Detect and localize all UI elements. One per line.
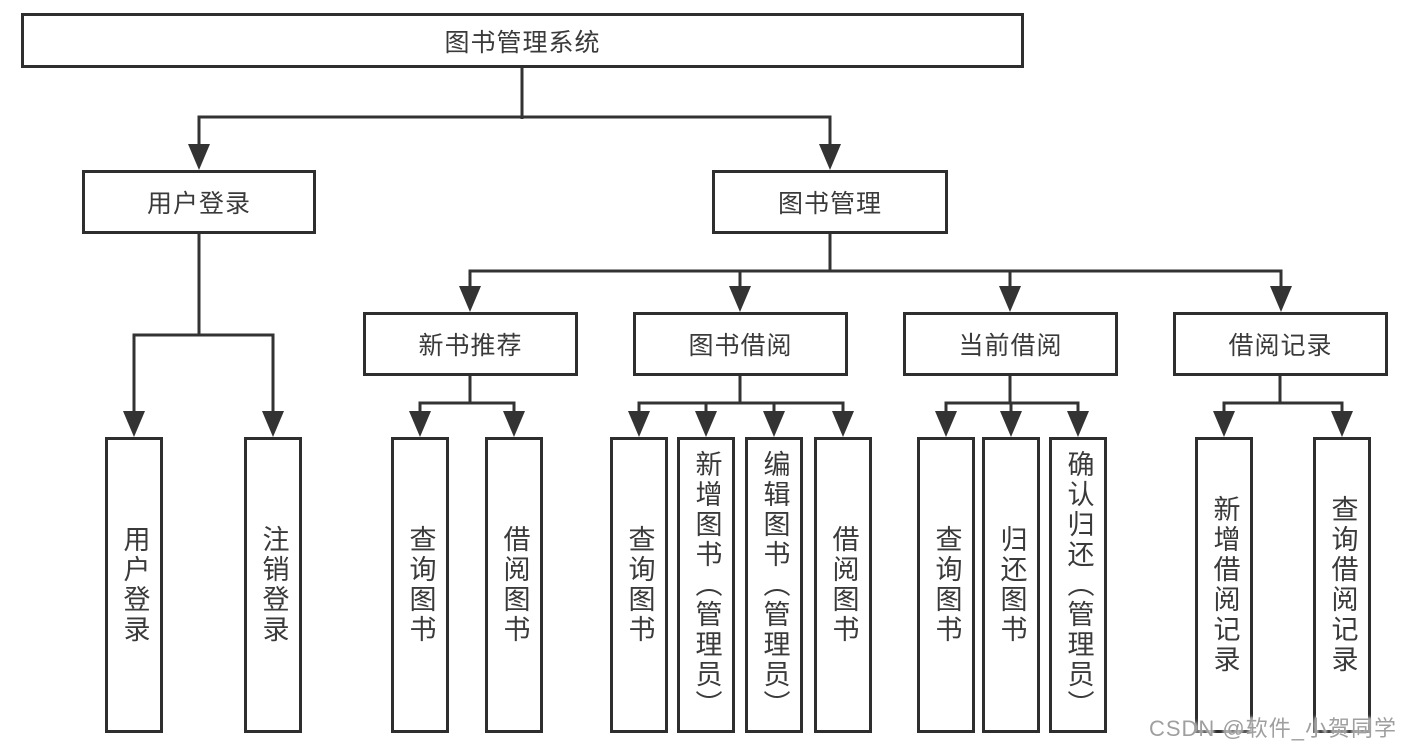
leaf-user-login-label: 用户登录 [119, 525, 150, 645]
node-library-management-system-label: 图书管理系统 [444, 28, 601, 57]
leaf-add-borrow-record-label: 新增借阅记录 [1209, 495, 1240, 675]
arrowhead-icon [188, 144, 210, 170]
arrowhead-icon [628, 411, 650, 437]
leaf-confirm-return-admin-label: 确认归还（管理员） [1063, 450, 1094, 720]
node-current-borrow: 当前借阅 [903, 312, 1118, 376]
leaf-borrow-books: 借阅图书 [814, 437, 872, 733]
arrowhead-icon [763, 411, 785, 437]
arrowhead-icon [409, 411, 431, 437]
node-borrow-records: 借阅记录 [1173, 312, 1388, 376]
leaf-borrow-books-recommend: 借阅图书 [485, 437, 543, 733]
node-current-borrow-label: 当前借阅 [958, 332, 1063, 360]
leaf-logout-login-label: 注销登录 [258, 525, 289, 645]
arrowhead-icon [123, 411, 145, 437]
leaf-confirm-return-admin: 确认归还（管理员） [1049, 437, 1107, 733]
leaf-return-book: 归还图书 [982, 437, 1040, 733]
arrowhead-icon [503, 411, 525, 437]
node-new-book-recommend-label: 新书推荐 [418, 332, 523, 360]
arrowhead-icon [999, 286, 1021, 312]
leaf-query-books-current: 查询图书 [917, 437, 975, 733]
node-library-management-system: 图书管理系统 [21, 13, 1024, 68]
leaf-borrow-books-label: 借阅图书 [828, 525, 859, 645]
watermark: CSDN @软件_小贺同学 [1148, 716, 1397, 741]
arrowhead-icon [832, 411, 854, 437]
node-book-management: 图书管理 [712, 170, 948, 234]
leaf-edit-book-admin-label: 编辑图书（管理员） [759, 450, 790, 720]
leaf-edit-book-admin: 编辑图书（管理员） [745, 437, 803, 733]
leaf-add-book-admin: 新增图书（管理员） [677, 437, 735, 733]
arrowhead-icon [1067, 411, 1089, 437]
leaf-query-books-borrow-label: 查询图书 [624, 525, 655, 645]
leaf-add-book-admin-label: 新增图书（管理员） [691, 450, 722, 720]
node-book-borrow: 图书借阅 [633, 312, 848, 376]
node-user-login-label: 用户登录 [146, 190, 251, 218]
arrowhead-icon [729, 286, 751, 312]
arrowheads [123, 144, 1353, 437]
arrowhead-icon [1331, 411, 1353, 437]
arrowhead-icon [935, 411, 957, 437]
arrowhead-icon [695, 411, 717, 437]
leaf-query-books-borrow: 查询图书 [610, 437, 668, 733]
arrowhead-icon [1000, 411, 1022, 437]
arrowhead-icon [262, 411, 284, 437]
leaf-query-books-current-label: 查询图书 [931, 525, 962, 645]
arrowhead-icon [459, 286, 481, 312]
leaf-return-book-label: 归还图书 [996, 525, 1027, 645]
node-borrow-records-label: 借阅记录 [1228, 332, 1333, 360]
leaf-user-login: 用户登录 [105, 437, 163, 733]
arrowhead-icon [1213, 411, 1235, 437]
leaf-query-books-recommend: 查询图书 [391, 437, 449, 733]
connector-path [132, 68, 1344, 414]
leaf-add-borrow-record: 新增借阅记录 [1195, 437, 1253, 733]
leaf-query-borrow-record-label: 查询借阅记录 [1327, 495, 1358, 675]
node-book-management-label: 图书管理 [777, 190, 882, 218]
leaf-borrow-books-recommend-label: 借阅图书 [499, 525, 530, 645]
arrowhead-icon [819, 144, 841, 170]
leaf-logout-login: 注销登录 [244, 437, 302, 733]
leaf-query-books-recommend-label: 查询图书 [405, 525, 436, 645]
leaf-query-borrow-record: 查询借阅记录 [1313, 437, 1371, 733]
node-user-login: 用户登录 [82, 170, 316, 234]
node-new-book-recommend: 新书推荐 [363, 312, 578, 376]
arrowhead-icon [1270, 286, 1292, 312]
node-book-borrow-label: 图书借阅 [688, 332, 793, 360]
